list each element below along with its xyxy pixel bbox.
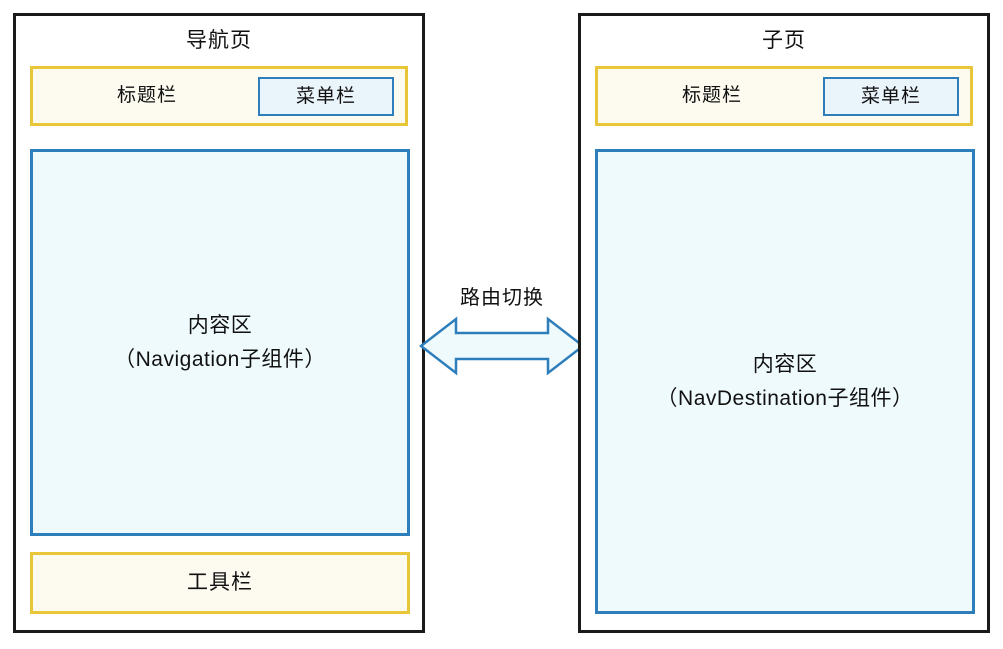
sub-page-title: 子页: [762, 29, 806, 52]
navigation-titlebar-label: 标题栏: [117, 85, 178, 106]
navigation-toolbar: 工具栏: [30, 552, 410, 614]
sub-titlebar-label: 标题栏: [682, 85, 743, 106]
double-headed-horizontal-arrow-icon: [418, 316, 586, 376]
navigation-toolbar-label: 工具栏: [187, 571, 253, 594]
route-switch-connector: 路由切换: [418, 285, 586, 380]
route-switch-label: 路由切换: [460, 287, 544, 309]
navigation-menubar[interactable]: 菜单栏: [258, 77, 394, 116]
sub-menubar-label: 菜单栏: [860, 85, 921, 107]
sub-menubar[interactable]: 菜单栏: [823, 77, 959, 116]
navigation-page-title: 导航页: [186, 29, 252, 52]
navigation-content-line-1: 内容区: [187, 313, 253, 337]
navigation-content-area: 内容区 （Navigation子组件）: [30, 149, 410, 536]
sub-content-line-1: 内容区: [752, 352, 818, 376]
navigation-page-panel: 导航页 标题栏 菜单栏 内容区 （Navigation子组件） 工具栏: [13, 13, 425, 633]
navigation-menubar-label: 菜单栏: [295, 85, 356, 107]
sub-page-panel: 子页 标题栏 菜单栏 内容区 （NavDestination子组件）: [578, 13, 990, 633]
sub-content-area: 内容区 （NavDestination子组件）: [595, 149, 975, 614]
navigation-content-line-2: （Navigation子组件）: [114, 347, 326, 371]
sub-content-line-2: （NavDestination子组件）: [656, 386, 914, 410]
